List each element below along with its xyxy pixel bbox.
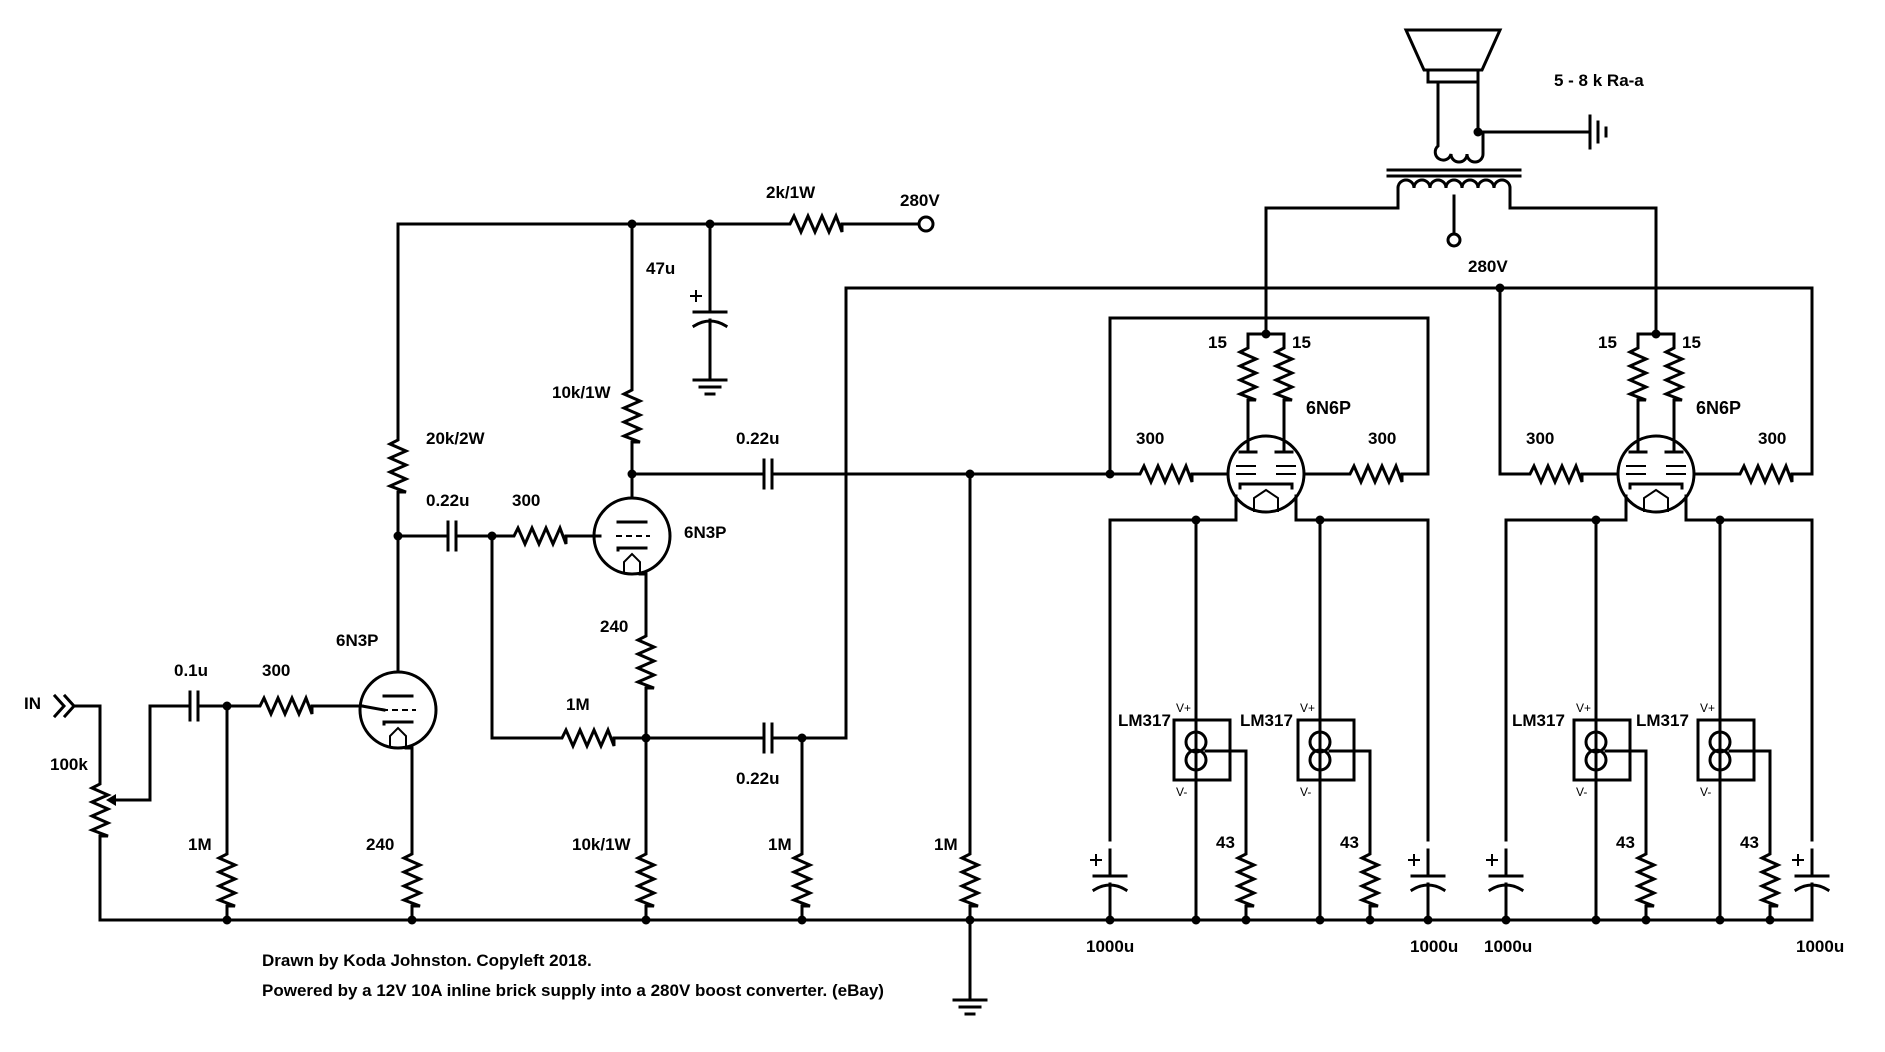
stage2-coupling-cap: 0.22u bbox=[426, 491, 469, 510]
right-tube-label: 6N6P bbox=[1696, 398, 1741, 418]
stage1-cathode-resistor: 240 bbox=[366, 835, 394, 854]
left-grid-right: 300 bbox=[1368, 429, 1396, 448]
stage1-tube bbox=[358, 670, 438, 750]
stage1-tube-label: 6N3P bbox=[336, 631, 379, 650]
right-cap-left: 1000u bbox=[1484, 937, 1532, 956]
right-grid-right: 300 bbox=[1758, 429, 1786, 448]
right-vminus-a: V- bbox=[1576, 785, 1587, 799]
stage2-grid-stopper: 300 bbox=[512, 491, 540, 510]
right-grid-left: 300 bbox=[1526, 429, 1554, 448]
stage2-plate-resistor: 10k/1W bbox=[552, 383, 612, 402]
output-transformer bbox=[1386, 114, 1608, 248]
speaker-icon bbox=[1403, 28, 1503, 134]
right-cap-right: 1000u bbox=[1796, 937, 1844, 956]
left-cap-right: 1000u bbox=[1410, 937, 1458, 956]
output-left bbox=[1088, 316, 1446, 925]
phase-upper-cap: 0.22u bbox=[736, 429, 779, 448]
right-screen-right: 15 bbox=[1682, 333, 1701, 352]
credit-note: Drawn by Koda Johnston. Copyleft 2018. bbox=[262, 951, 592, 970]
phase-grid-leak-b: 1M bbox=[934, 835, 958, 854]
right-vplus-b: V+ bbox=[1700, 701, 1715, 715]
stage1-coupling-cap: 0.1u bbox=[174, 661, 208, 680]
stage2-feedback-resistor: 1M bbox=[566, 695, 590, 714]
left-screen-right: 15 bbox=[1292, 333, 1311, 352]
right-screen-left: 15 bbox=[1598, 333, 1617, 352]
stage2-cathode-load: 10k/1W bbox=[572, 835, 632, 854]
input-jack[interactable] bbox=[52, 693, 102, 772]
left-tube-label: 6N6P bbox=[1306, 398, 1351, 418]
left-vminus-a: V- bbox=[1176, 785, 1187, 799]
supply-filter-cap: 47u bbox=[646, 259, 675, 278]
supply-dropper: 2k/1W bbox=[766, 183, 816, 202]
transformer-impedance: 5 - 8 k Ra-a bbox=[1554, 71, 1644, 90]
supply-bplus-output: 280V bbox=[1468, 257, 1508, 276]
left-reg-right: LM317 bbox=[1240, 711, 1293, 730]
right-reg-right: LM317 bbox=[1636, 711, 1689, 730]
pot-value: 100k bbox=[50, 755, 88, 774]
stage2-tube-label: 6N3P bbox=[684, 523, 727, 542]
right-res-left: 43 bbox=[1616, 833, 1635, 852]
right-reg-left: LM317 bbox=[1512, 711, 1565, 730]
left-vplus-b: V+ bbox=[1300, 701, 1315, 715]
ground-icon bbox=[952, 998, 988, 1016]
left-grid-left: 300 bbox=[1136, 429, 1164, 448]
supply-bplus-in: 280V bbox=[900, 191, 940, 210]
left-reg-left: LM317 bbox=[1118, 711, 1171, 730]
stage1-grid-stopper: 300 bbox=[262, 661, 290, 680]
left-res-left: 43 bbox=[1216, 833, 1235, 852]
phase-lower-cap: 0.22u bbox=[736, 769, 779, 788]
left-res-right: 43 bbox=[1340, 833, 1359, 852]
stage2-cathode-resistor: 240 bbox=[600, 617, 628, 636]
stage1-plate-resistor: 20k/2W bbox=[426, 429, 486, 448]
left-cap-left: 1000u bbox=[1086, 937, 1134, 956]
right-vminus-b: V- bbox=[1700, 785, 1711, 799]
left-vplus-a: V+ bbox=[1176, 701, 1191, 715]
power-note: Powered by a 12V 10A inline brick supply… bbox=[262, 981, 884, 1000]
left-screen-left: 15 bbox=[1208, 333, 1227, 352]
stage2-tube bbox=[592, 496, 672, 576]
left-vminus-b: V- bbox=[1300, 785, 1311, 799]
input-label: IN bbox=[24, 694, 41, 713]
phase-grid-leak-a: 1M bbox=[768, 835, 792, 854]
right-vplus-a: V+ bbox=[1576, 701, 1591, 715]
right-res-right: 43 bbox=[1740, 833, 1759, 852]
volume-pot[interactable] bbox=[90, 704, 152, 922]
output-right bbox=[1484, 286, 1830, 925]
stage1-grid-leak: 1M bbox=[188, 835, 212, 854]
